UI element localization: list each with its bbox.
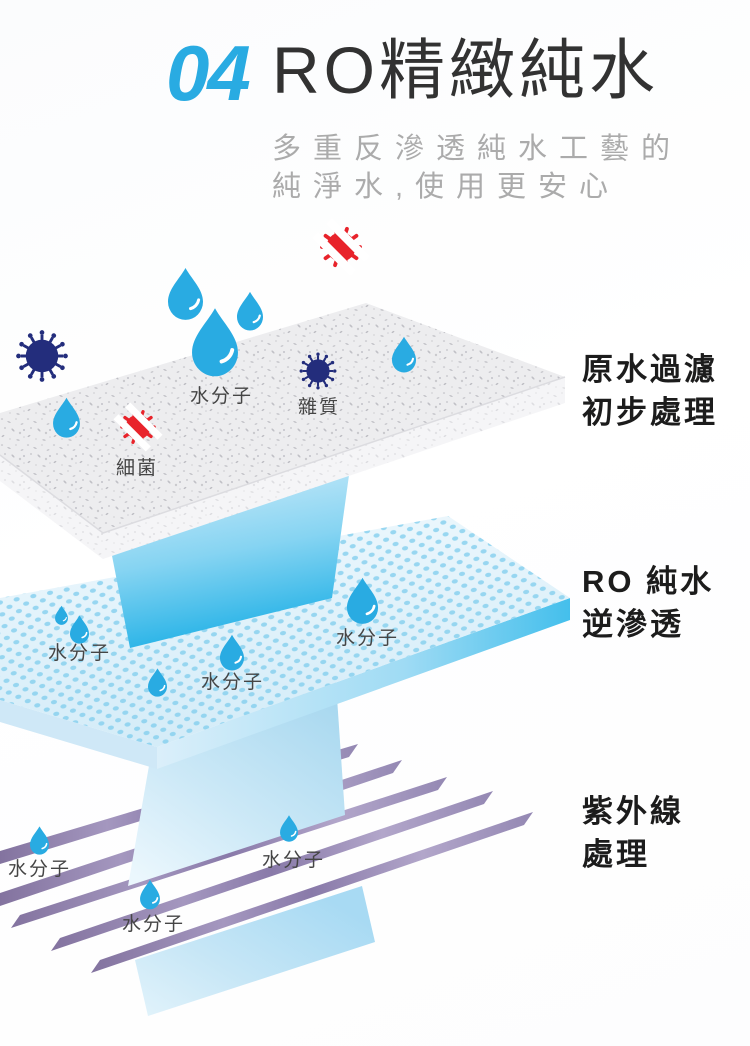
raw-water-filter-layer <box>0 303 566 559</box>
page-subtitle-line2: 純淨水,使用更安心 <box>272 171 621 203</box>
bacteria-icon <box>310 216 372 278</box>
label-water-molecule: 水分子 <box>336 628 400 649</box>
label-water-molecule: 水分子 <box>122 914 186 935</box>
caption-line: 紫外線 <box>582 794 684 829</box>
virus-icon <box>14 328 70 384</box>
label-water-molecule: 水分子 <box>190 386 254 407</box>
water-droplet-icon <box>166 266 205 322</box>
water-droplet-icon <box>190 306 240 379</box>
label-water-molecule: 水分子 <box>262 850 326 871</box>
caption-uv-treatment: 紫外線 處理 <box>582 790 684 876</box>
water-stream-upper <box>107 468 350 648</box>
caption-raw-water-filter: 原水過濾 初步處理 <box>582 348 718 434</box>
label-water-molecule: 水分子 <box>8 859 72 880</box>
water-droplet-icon <box>29 825 50 856</box>
water-droplet-icon <box>235 290 265 332</box>
page-subtitle-line1: 多重反滲透純水工藝的 <box>272 133 683 165</box>
label-bacteria: 細菌 <box>116 458 159 479</box>
caption-line: 原水過濾 <box>582 352 718 387</box>
label-impurity: 雜質 <box>298 397 341 418</box>
section-number: 04 <box>166 29 251 117</box>
label-water-molecule: 水分子 <box>48 643 112 664</box>
caption-line: 逆滲透 <box>582 607 684 642</box>
page-title: RO精緻純水 <box>272 33 659 107</box>
label-water-molecule: 水分子 <box>201 672 265 693</box>
caption-line: RO 純水 <box>582 564 715 599</box>
caption-ro-reverse-osmosis: RO 純水 逆滲透 <box>582 560 714 646</box>
purified-water-sheet <box>135 886 375 1016</box>
caption-line: 初步處理 <box>582 395 718 430</box>
caption-line: 處理 <box>582 837 650 872</box>
